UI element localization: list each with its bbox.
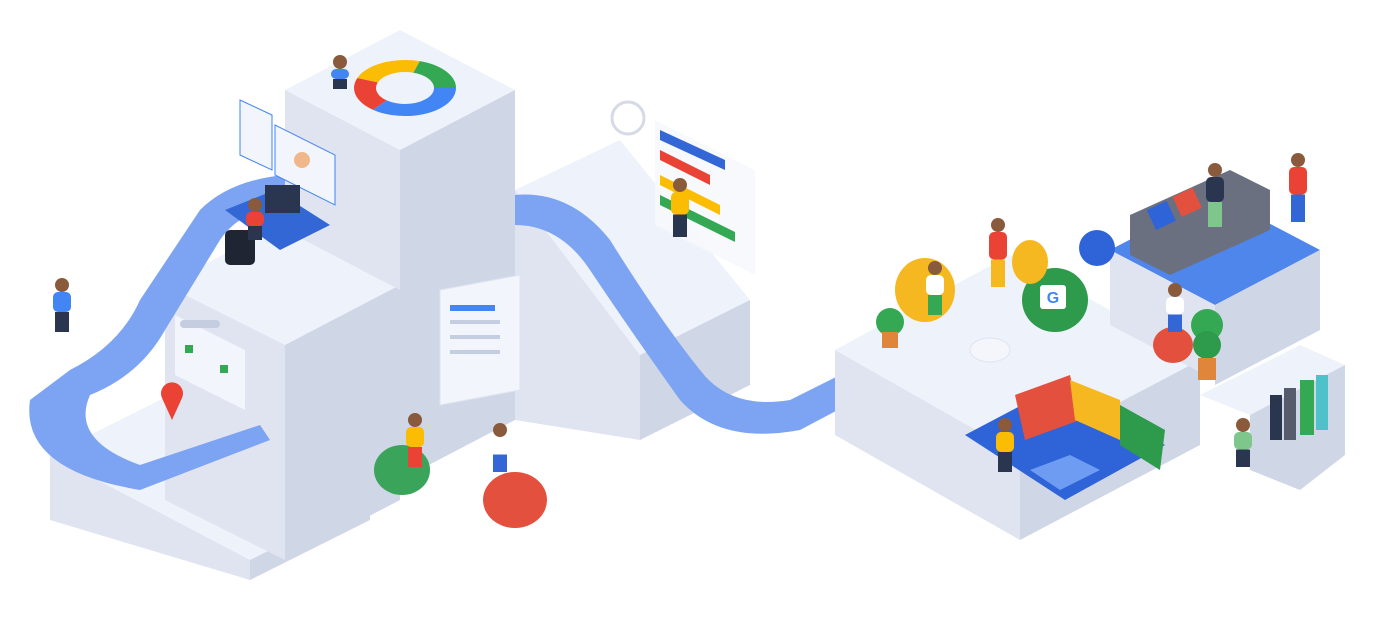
video-call-screens <box>239 99 336 206</box>
blue-ramp <box>29 175 885 490</box>
gray-sofa <box>1130 170 1270 275</box>
person <box>1234 418 1252 467</box>
person <box>926 261 944 315</box>
lounge-chairs: G <box>895 240 1088 332</box>
bookshelf <box>1270 375 1328 440</box>
person <box>331 55 349 89</box>
person <box>1206 163 1224 227</box>
person <box>246 198 264 240</box>
plants <box>876 308 1223 380</box>
person <box>1166 283 1184 332</box>
person <box>406 413 424 467</box>
svg-text:G: G <box>1047 290 1059 307</box>
location-icon <box>610 100 646 136</box>
form-panel-left <box>175 315 245 410</box>
sunken-sofa-area <box>965 375 1165 500</box>
person <box>671 178 689 237</box>
person <box>1289 153 1307 222</box>
person <box>996 418 1014 472</box>
person <box>989 218 1007 287</box>
people <box>53 55 1307 472</box>
form-panel-center <box>439 274 521 406</box>
donut-chart <box>354 59 456 117</box>
poufs <box>374 230 1193 528</box>
person <box>491 423 509 472</box>
map-pin-icon <box>161 382 183 420</box>
middle-left-block <box>165 225 400 560</box>
person <box>53 278 71 332</box>
google-pillow <box>1040 285 1066 309</box>
